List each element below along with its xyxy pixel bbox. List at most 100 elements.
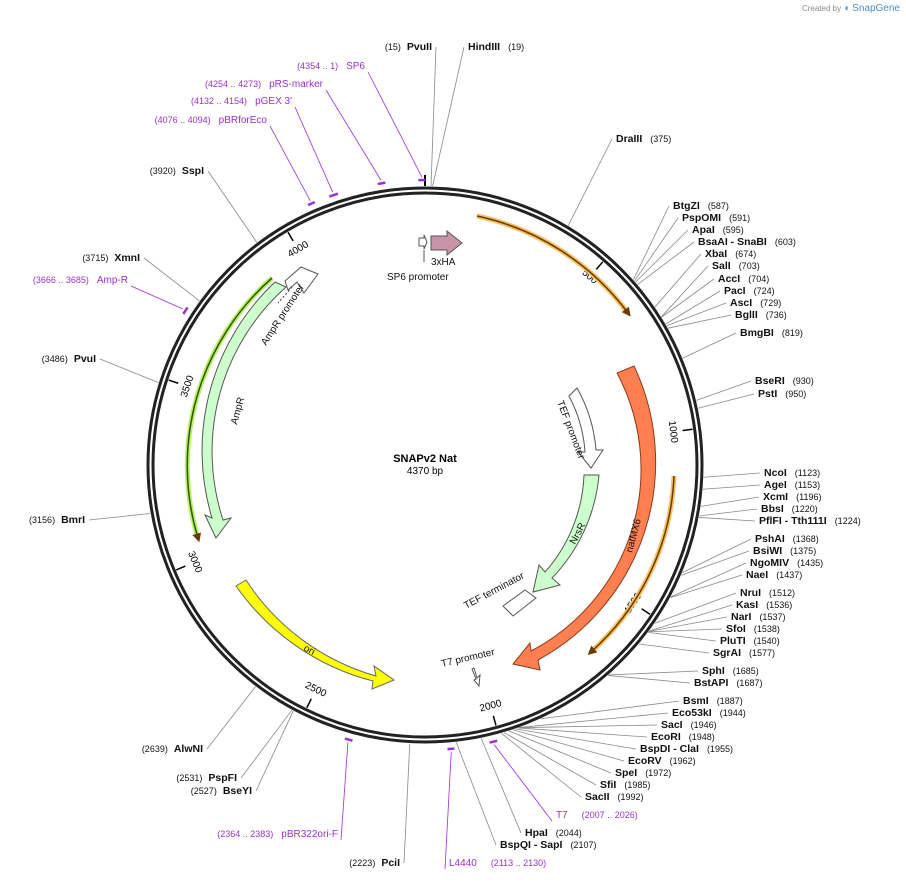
primer-label-4[interactable]: (3666 .. 3685)Amp-R	[33, 275, 128, 286]
site-label-11[interactable]: AscI(729)	[730, 297, 781, 309]
site-label-13[interactable]: BmgBI(819)	[740, 327, 803, 339]
primer-mark-4[interactable]	[182, 306, 189, 315]
site-label-41[interactable]: SacII(1992)	[585, 791, 644, 803]
site-label-20[interactable]: PflFI - Tth111I(1224)	[759, 515, 861, 527]
site-label-19[interactable]: BbsI(1220)	[761, 503, 818, 515]
site-label-49[interactable]: (3486)PvuI	[42, 353, 96, 365]
site-pos: (1985)	[624, 780, 650, 790]
t7-promoter-label: T7 promoter	[440, 647, 496, 670]
3xha-feature[interactable]	[430, 229, 463, 257]
site-label-45[interactable]: (2527)BseYI	[191, 785, 252, 797]
primer-mark-1[interactable]	[377, 181, 386, 186]
primer-label-3[interactable]: (4076 .. 4094)pBRforEco	[155, 115, 268, 126]
site-label-48[interactable]: (3156)BmrI	[29, 514, 85, 526]
site-label-6[interactable]: BsaAI - SnaBI(603)	[698, 236, 796, 248]
site-label-40[interactable]: SfiI(1985)	[600, 779, 650, 791]
site-name: EcoRI	[651, 731, 681, 743]
nrsr-feature[interactable]	[532, 474, 600, 593]
site-label-43[interactable]: BspQI - SapI(2107)	[500, 839, 596, 851]
ori-label: ori	[302, 643, 317, 658]
site-name: BglII	[735, 309, 758, 321]
site-label-39[interactable]: SpeI(1972)	[615, 767, 671, 779]
site-label-46[interactable]: (2531)PspFI	[176, 772, 237, 784]
primer-label-7[interactable]: T7(2007 .. 2026)	[556, 810, 638, 821]
site-label-5[interactable]: ApaI(595)	[692, 224, 744, 236]
site-leader-0	[430, 46, 437, 187]
site-label-47[interactable]: (2639)AlwNI	[142, 743, 203, 755]
site-name: NarI	[731, 611, 752, 623]
site-pos: (1948)	[689, 732, 715, 742]
site-label-51[interactable]: (3920)SspI	[150, 165, 204, 177]
site-label-31[interactable]: SphI(1685)	[702, 665, 759, 677]
primer-mark-7[interactable]	[489, 739, 498, 744]
site-label-16[interactable]: NcoI(1123)	[764, 467, 820, 479]
site-label-7[interactable]: XbaI(674)	[705, 248, 756, 260]
site-label-18[interactable]: XcmI(1196)	[763, 491, 821, 503]
site-label-10[interactable]: PacI(724)	[724, 285, 775, 297]
ampr-promoter-feature[interactable]	[284, 266, 319, 294]
site-leader-29	[648, 631, 717, 642]
primer-label-0[interactable]: (4354 .. 1)SP6	[297, 61, 365, 72]
site-leader-50	[143, 257, 200, 302]
primer-mark-2[interactable]	[328, 192, 339, 198]
t7-promoter-feature[interactable]	[471, 667, 481, 688]
primer-mark-5[interactable]	[344, 737, 353, 742]
site-name: AgeI	[764, 479, 787, 491]
primer-label-6[interactable]: L4440(2113 .. 2130)	[449, 858, 546, 869]
site-label-21[interactable]: PshAI(1368)	[755, 533, 819, 545]
site-label-34[interactable]: Eco53kI(1944)	[672, 707, 746, 719]
site-label-37[interactable]: BspDI - ClaI(1955)	[640, 743, 733, 755]
site-label-42[interactable]: HpaI(2044)	[525, 827, 582, 839]
site-label-27[interactable]: NarI(1537)	[731, 611, 785, 623]
site-label-0[interactable]: (15)PvuII	[385, 41, 432, 53]
primer-label-5[interactable]: (2364 .. 2383)pBR322ori-F	[217, 829, 338, 840]
site-label-28[interactable]: SfoI(1538)	[726, 623, 780, 635]
site-label-17[interactable]: AgeI(1153)	[764, 479, 820, 491]
site-name: SgrAI	[713, 647, 741, 659]
site-label-44[interactable]: (2223)PciI	[349, 857, 400, 869]
primer-label-1[interactable]: (4254 .. 4273)pRS-marker	[205, 79, 324, 90]
site-label-4[interactable]: PspOMI(591)	[682, 212, 750, 224]
site-label-8[interactable]: SalI(703)	[712, 260, 760, 272]
site-label-12[interactable]: BglII(736)	[735, 309, 787, 321]
site-label-50[interactable]: (3715)XmnI	[82, 252, 140, 264]
site-label-9[interactable]: AccI(704)	[718, 273, 769, 285]
site-name: DraIII	[616, 133, 642, 145]
site-label-1[interactable]: HindIII(19)	[468, 41, 524, 53]
site-label-38[interactable]: EcoRV(1962)	[628, 755, 696, 767]
site-label-23[interactable]: NgoMIV(1435)	[750, 557, 823, 569]
site-name: ApaI	[692, 224, 715, 236]
sp6-promoter-feature[interactable]	[418, 234, 428, 250]
site-leader-34	[519, 712, 669, 728]
site-label-15[interactable]: PstI(950)	[758, 388, 806, 400]
tef-promoter-feature[interactable]	[568, 387, 604, 469]
site-label-35[interactable]: SacI(1946)	[661, 719, 717, 731]
site-pos: (1577)	[749, 648, 775, 658]
site-label-33[interactable]: BsmI(1887)	[683, 695, 743, 707]
site-pos: (1972)	[645, 768, 671, 778]
tick-label-3500: 3500	[179, 374, 197, 399]
tick-mark-4000	[287, 231, 294, 242]
site-name: AlwNI	[174, 743, 203, 755]
natmx6-feature[interactable]	[512, 365, 657, 671]
tick-label-2500: 2500	[303, 680, 328, 700]
site-leader-28	[648, 628, 723, 633]
site-label-22[interactable]: BsiWI(1375)	[753, 545, 816, 557]
site-label-30[interactable]: SgrAI (1577)	[713, 647, 775, 659]
site-label-26[interactable]: KasI(1536)	[736, 599, 792, 611]
primer-mark-6[interactable]	[447, 747, 455, 751]
primer-leader-2	[294, 106, 334, 193]
site-label-24[interactable]: NaeI(1437)	[746, 569, 802, 581]
ampr-feature[interactable]	[201, 281, 287, 539]
site-label-3[interactable]: BtgZI(587)	[673, 200, 729, 212]
site-label-2[interactable]: DraIII(375)	[616, 133, 671, 145]
primer-label-2[interactable]: (4132 .. 4154)pGEX 3'	[191, 96, 292, 107]
site-label-14[interactable]: BseRI(930)	[755, 375, 814, 387]
site-label-36[interactable]: EcoRI (1948)	[651, 731, 715, 743]
site-label-32[interactable]: BstAPI(1687)	[694, 677, 762, 689]
site-label-25[interactable]: NruI(1512)	[740, 587, 795, 599]
tef-terminator-feature[interactable]	[502, 589, 537, 617]
ori-feature[interactable]	[235, 579, 396, 690]
primer-mark-3[interactable]	[307, 200, 316, 207]
site-label-29[interactable]: PluTI(1540)	[720, 635, 780, 647]
